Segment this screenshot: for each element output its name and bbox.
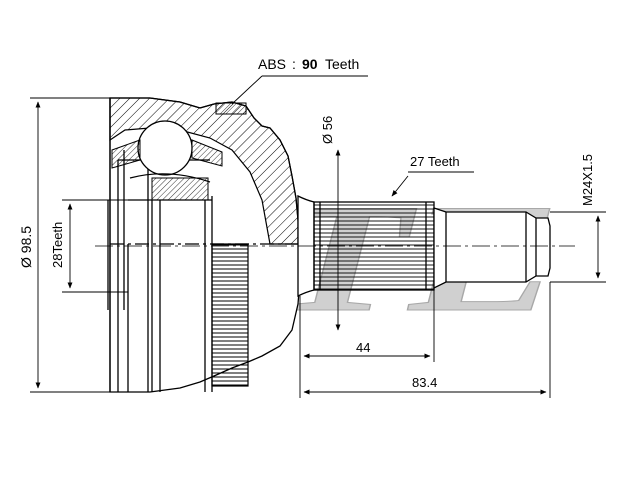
ball <box>137 120 193 176</box>
inner-teeth-label: 28Teeth <box>50 222 65 268</box>
abs-value-label: 90 <box>302 56 318 72</box>
cage-right <box>191 139 223 167</box>
dimension-lines <box>30 75 606 398</box>
abs-separator-label: : <box>292 56 296 72</box>
inner-race-curve <box>129 173 211 183</box>
abs-prefix-label: ABS <box>258 56 286 72</box>
thread-label: M24X1.5 <box>580 154 595 206</box>
abs-ring <box>211 243 249 387</box>
spline-length-label: 44 <box>356 340 370 355</box>
abs-tooth-marker <box>215 102 247 115</box>
inner-race-hatch <box>151 177 209 201</box>
shaft-diameter-label: Ø 56 <box>320 116 335 144</box>
spline-teeth-label: 27 Teeth <box>410 154 460 169</box>
cage-upper <box>111 139 141 169</box>
total-length-label: 83.4 <box>412 375 437 390</box>
outer-diameter-label: Ø 98.5 <box>18 226 34 268</box>
abs-unit-label: Teeth <box>325 56 359 72</box>
